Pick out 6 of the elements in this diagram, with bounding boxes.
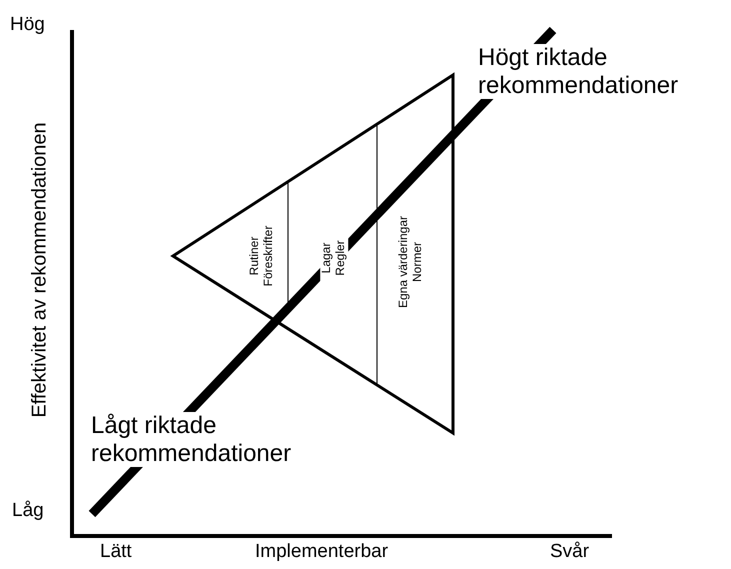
- axis-title: Implementerbar: [255, 541, 388, 563]
- axis-label: Svår: [550, 541, 590, 563]
- axis-label: Hög: [10, 14, 45, 36]
- axis-label: Låg: [12, 500, 44, 522]
- axis-label: Lätt: [100, 541, 132, 563]
- axis-title: Effektivitet av rekommendationen: [28, 122, 52, 418]
